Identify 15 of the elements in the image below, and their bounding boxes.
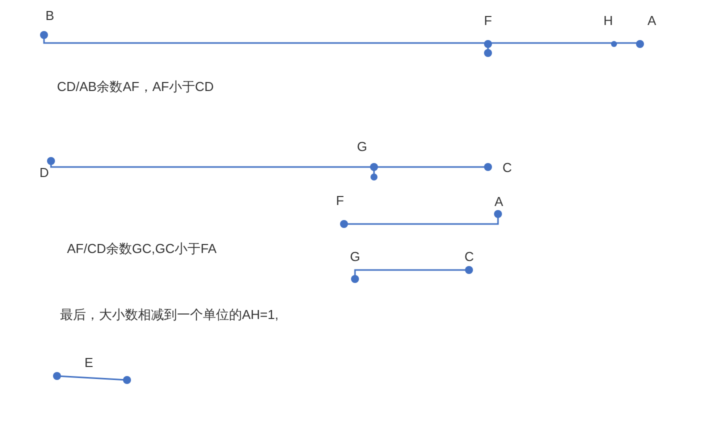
point-label: H <box>604 13 613 29</box>
point-label: D <box>40 165 49 181</box>
point-label: E <box>84 355 94 371</box>
point-label: C <box>464 249 474 265</box>
point-label: B <box>46 8 54 24</box>
point-label: A <box>648 13 656 29</box>
point-label: G <box>357 139 368 155</box>
point-label: F <box>484 13 492 29</box>
note-text: 最后，大小数相减到一个单位的AH=1, <box>60 307 278 323</box>
point-label: G <box>350 249 360 265</box>
note-text: AF/CD余数GC,GC小于FA <box>67 241 217 257</box>
point-label: F <box>336 193 344 209</box>
point-label: A <box>494 194 504 210</box>
point-label: C <box>502 160 512 176</box>
note-text: CD/AB余数AF，AF小于CD <box>57 79 214 95</box>
